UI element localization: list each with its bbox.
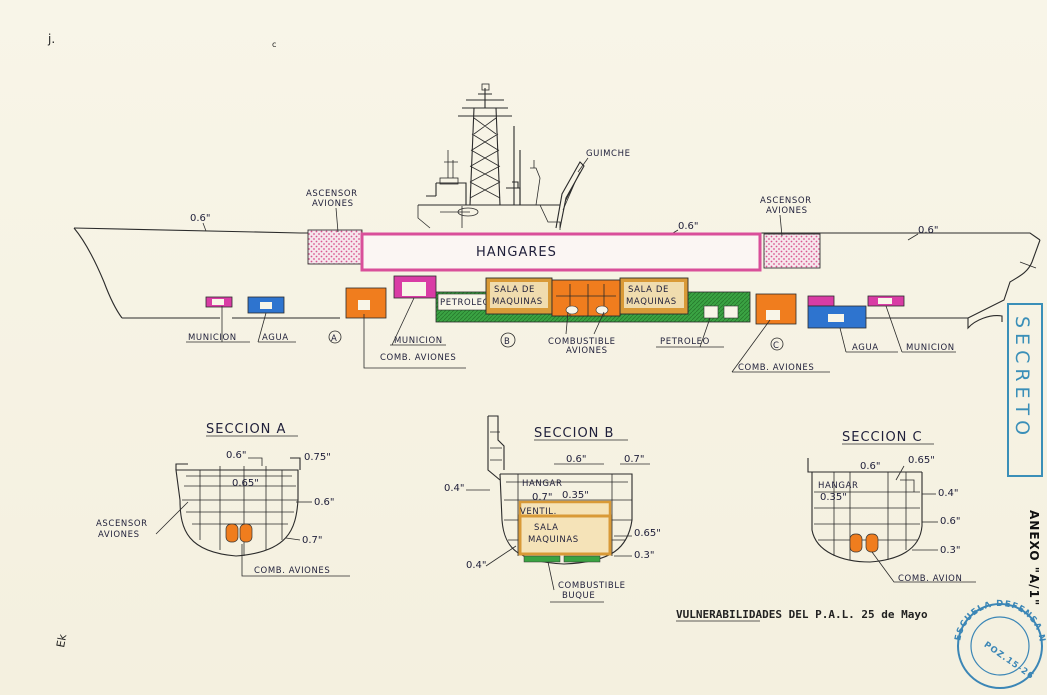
- marker-c-circle: [770, 337, 784, 351]
- section-a-dim-1: 0.6": [226, 450, 247, 461]
- stamp-number: POZ.15-26: [982, 640, 1036, 682]
- section-c-comb: COMB. AVION: [898, 574, 962, 584]
- combustible-aviones-l1: COMBUSTIBLE: [548, 337, 616, 347]
- marker-b-circle: [500, 332, 516, 348]
- hull-profile: [73, 227, 1041, 330]
- petroleo-bottom-label: PETROLEO: [660, 337, 710, 347]
- municion-left-label: MUNICION: [188, 333, 237, 343]
- ascensor-right-label-2: AVIONES: [766, 206, 808, 216]
- municion-right-label: MUNICION: [906, 343, 955, 353]
- island-superstructure: GUIMCHE: [417, 83, 631, 230]
- section-b-sala-1: SALA: [534, 523, 559, 533]
- section-b-sala-2: MAQUINAS: [528, 535, 579, 545]
- comb-aviones-right-label: COMB. AVIONES: [738, 363, 814, 373]
- section-b-comb-2: BUQUE: [562, 591, 595, 601]
- municion-center-label: MUNICION: [394, 336, 443, 346]
- marker-a-circle: [328, 330, 342, 344]
- section-c-dim-5: 0.6": [940, 516, 961, 527]
- elevator-aft: [763, 233, 821, 269]
- section-b-dim-2: 0.7": [624, 454, 645, 465]
- section-b-sala: [518, 514, 612, 556]
- page-mark: j.: [47, 32, 55, 46]
- caption: VULNERABILIDADES DEL P.A.L. 25 de Mayo: [676, 608, 928, 621]
- section-b-dim-5: 0.35": [562, 490, 589, 501]
- section-a-ascensor-1: ASCENSOR: [96, 519, 148, 529]
- section-a-ascensor-2: AVIONES: [98, 530, 140, 540]
- annex-label: ANEXO "A/1": [1027, 510, 1041, 606]
- section-c-dim-1: 0.6": [860, 461, 881, 472]
- section-b-dim-8: 0.4": [466, 560, 487, 571]
- section-c: SECCION C HANGAR 0.6" 0.65" 0.35" 0.4" 0…: [807, 430, 976, 584]
- avgas-fwd: [345, 287, 387, 319]
- section-c-dim-4: 0.4": [938, 488, 959, 499]
- section-b: SECCION B HANGAR VENTIL. SALA MAQUINAS 0…: [444, 415, 661, 603]
- dim-top-mid: 0.6": [678, 221, 699, 232]
- section-c-title: SECCION C: [842, 430, 923, 445]
- paper-speck: c: [272, 40, 276, 49]
- marker-c: C: [773, 341, 780, 351]
- dim-top-right: 0.6": [918, 225, 939, 236]
- agua-right-label: AGUA: [852, 343, 879, 353]
- section-a-dim-3: 0.65": [232, 478, 259, 489]
- section-a-dim-2: 0.75": [304, 452, 331, 463]
- comb-aviones-left-label: COMB. AVIONES: [380, 353, 456, 363]
- section-b-hangar: HANGAR: [522, 479, 562, 489]
- section-b-ventil-label: VENTIL.: [520, 507, 557, 517]
- section-b-dim-7: 0.3": [634, 550, 655, 561]
- combustible-aviones-l2: AVIONES: [566, 346, 608, 356]
- section-a-dim-5: 0.7": [302, 535, 323, 546]
- sala-maquinas-1-l2: MAQUINAS: [492, 297, 543, 307]
- section-b-title: SECCION B: [534, 426, 614, 441]
- section-a: SECCION A 0.6" 0.75" 0.65" 0.6" 0.7" ASC…: [96, 422, 350, 577]
- section-c-dim-6: 0.3": [940, 545, 961, 556]
- section-c-dim-3: 0.35": [820, 492, 847, 503]
- section-b-comb-1: COMBUSTIBLE: [558, 581, 626, 591]
- marker-b: B: [504, 337, 510, 347]
- ascensor-right-label-1: ASCENSOR: [760, 196, 812, 206]
- sala-maquinas-2-l1: SALA DE: [628, 285, 669, 295]
- ascensor-left-label-1: ASCENSOR: [306, 189, 358, 199]
- guimche-label: GUIMCHE: [586, 149, 631, 159]
- hangares-label: HANGARES: [476, 245, 557, 260]
- secreto-stamp: SECRETO: [1011, 316, 1033, 440]
- agua-left-label: AGUA: [262, 333, 289, 343]
- petroleo-box-label: PETROLEO: [440, 298, 490, 308]
- section-c-dim-2: 0.65": [908, 455, 935, 466]
- section-c-hangar: HANGAR: [818, 481, 858, 491]
- marker-a: A: [331, 334, 337, 344]
- section-b-dim-3: 0.4": [444, 483, 465, 494]
- sala-maquinas-2-l2: MAQUINAS: [626, 297, 677, 307]
- dim-top-left: 0.6": [190, 213, 211, 224]
- municion-aft-small: [807, 295, 835, 307]
- section-a-dim-4: 0.6": [314, 497, 335, 508]
- sala-maquinas-1-l1: SALA DE: [494, 285, 535, 295]
- section-a-comb: COMB. AVIONES: [254, 566, 330, 576]
- section-b-dim-1: 0.6": [566, 454, 587, 465]
- section-b-dim-6: 0.65": [634, 528, 661, 539]
- section-a-title: SECCION A: [206, 422, 286, 437]
- elevator-fwd: [307, 229, 363, 265]
- hangar-box: [360, 232, 762, 272]
- section-b-dim-4: 0.7": [532, 492, 553, 503]
- secreto-stamp-border: [1007, 303, 1043, 477]
- initials: Ek: [54, 633, 69, 649]
- ascensor-left-label-2: AVIONES: [312, 199, 354, 209]
- avgas-tanks: [551, 279, 621, 317]
